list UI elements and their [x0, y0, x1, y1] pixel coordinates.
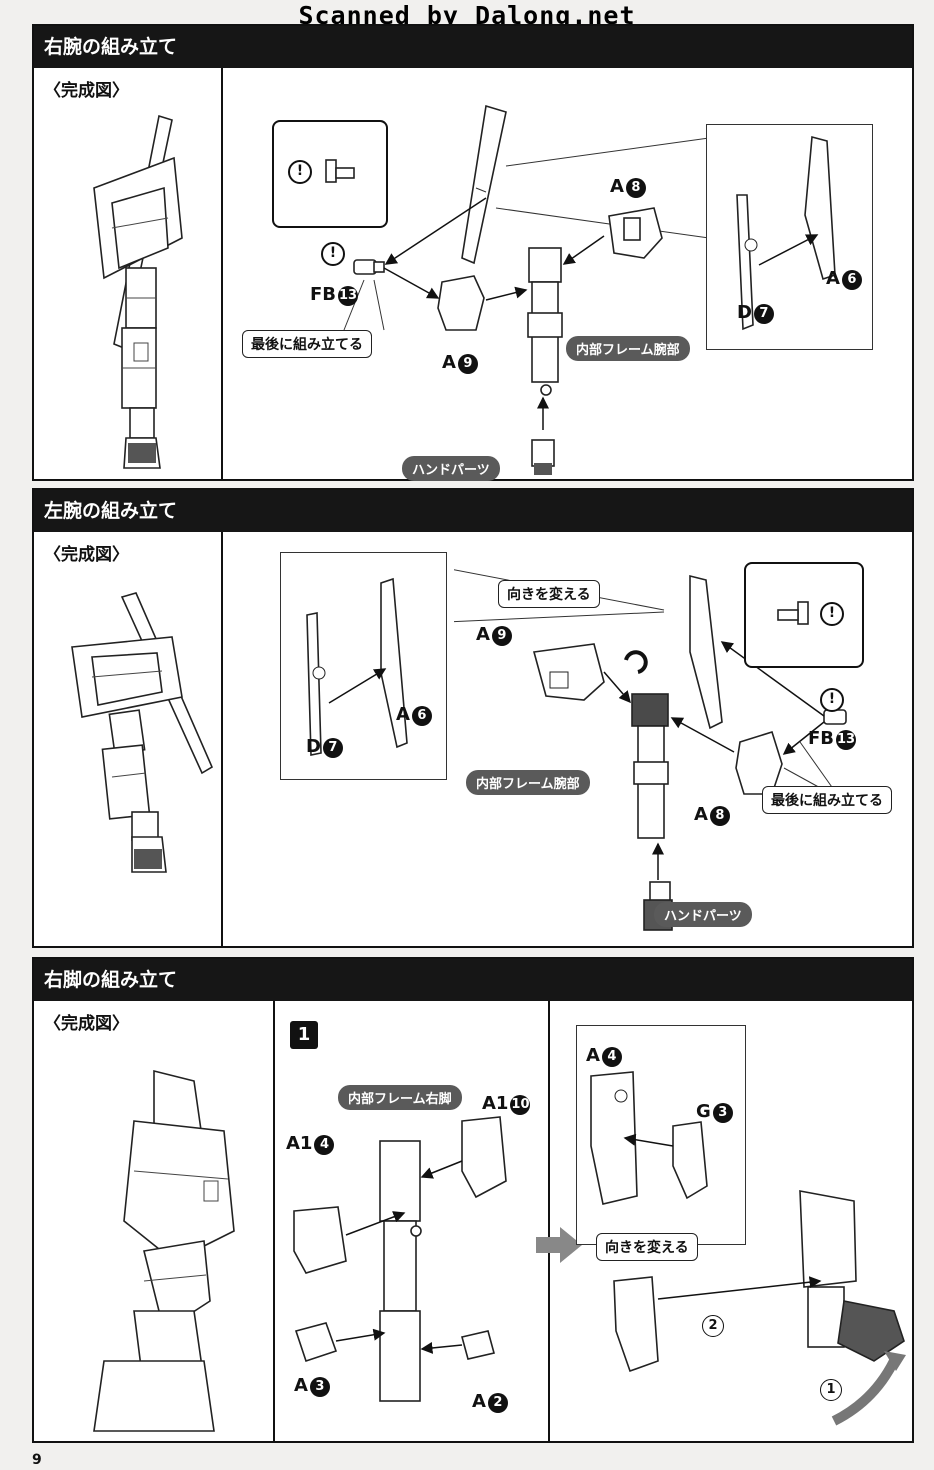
hand-parts-label: ハンドパーツ: [654, 902, 752, 927]
complete-figure-label: 〈完成図〉: [44, 81, 129, 101]
warning-icon-small: !: [820, 688, 844, 712]
completed-right-arm-illustration: [93, 114, 183, 469]
right-leg-step1-diagram: [293, 1116, 507, 1402]
warning-icon-small: !: [321, 242, 345, 266]
complete-figure-label: 〈完成図〉: [44, 545, 129, 565]
inset-a6-d7: [706, 124, 873, 350]
complete-figure-label: 〈完成図〉: [44, 1014, 129, 1034]
section-left-arm: 左腕の組み立て 〈完成図〉: [32, 488, 914, 948]
right-arm-exploded-diagram: [343, 104, 710, 475]
inner-frame-label: 内部フレーム腕部: [466, 770, 590, 795]
step-number: 1: [290, 1021, 318, 1049]
order-marker-2: 2: [702, 1315, 724, 1337]
warning-icon: !: [820, 602, 844, 626]
inset-a6-d7: [280, 552, 447, 780]
turn-around-label: 向きを変える: [498, 580, 600, 608]
last-assembly-label: 最後に組み立てる: [762, 786, 892, 814]
completed-left-arm-illustration: [71, 592, 214, 873]
section-right-arm: 右腕の組み立て 〈完成図〉: [32, 24, 914, 481]
section-title: 右腕の組み立て: [34, 26, 912, 68]
order-marker-1: 1: [820, 1379, 842, 1401]
next-step-arrow-icon: [536, 1227, 582, 1263]
hand-parts-label: ハンドパーツ: [402, 456, 500, 481]
inner-frame-leg-label: 内部フレーム右脚: [338, 1085, 462, 1110]
section-title: 右脚の組み立て: [34, 959, 912, 1001]
section-title: 左腕の組み立て: [34, 490, 912, 532]
inner-frame-label: 内部フレーム腕部: [566, 336, 690, 361]
section-right-leg: 右脚の組み立て 〈完成図〉 1: [32, 957, 914, 1443]
last-assembly-label: 最後に組み立てる: [242, 330, 372, 358]
right-leg-final-diagram: [613, 1190, 906, 1426]
warning-balloon: !: [272, 120, 388, 228]
turn-around-label: 向きを変える: [596, 1233, 698, 1261]
warning-balloon: !: [744, 562, 864, 668]
completed-right-leg-illustration: [93, 1069, 235, 1432]
page-number: 9: [32, 1452, 42, 1468]
warning-icon: !: [288, 160, 312, 184]
